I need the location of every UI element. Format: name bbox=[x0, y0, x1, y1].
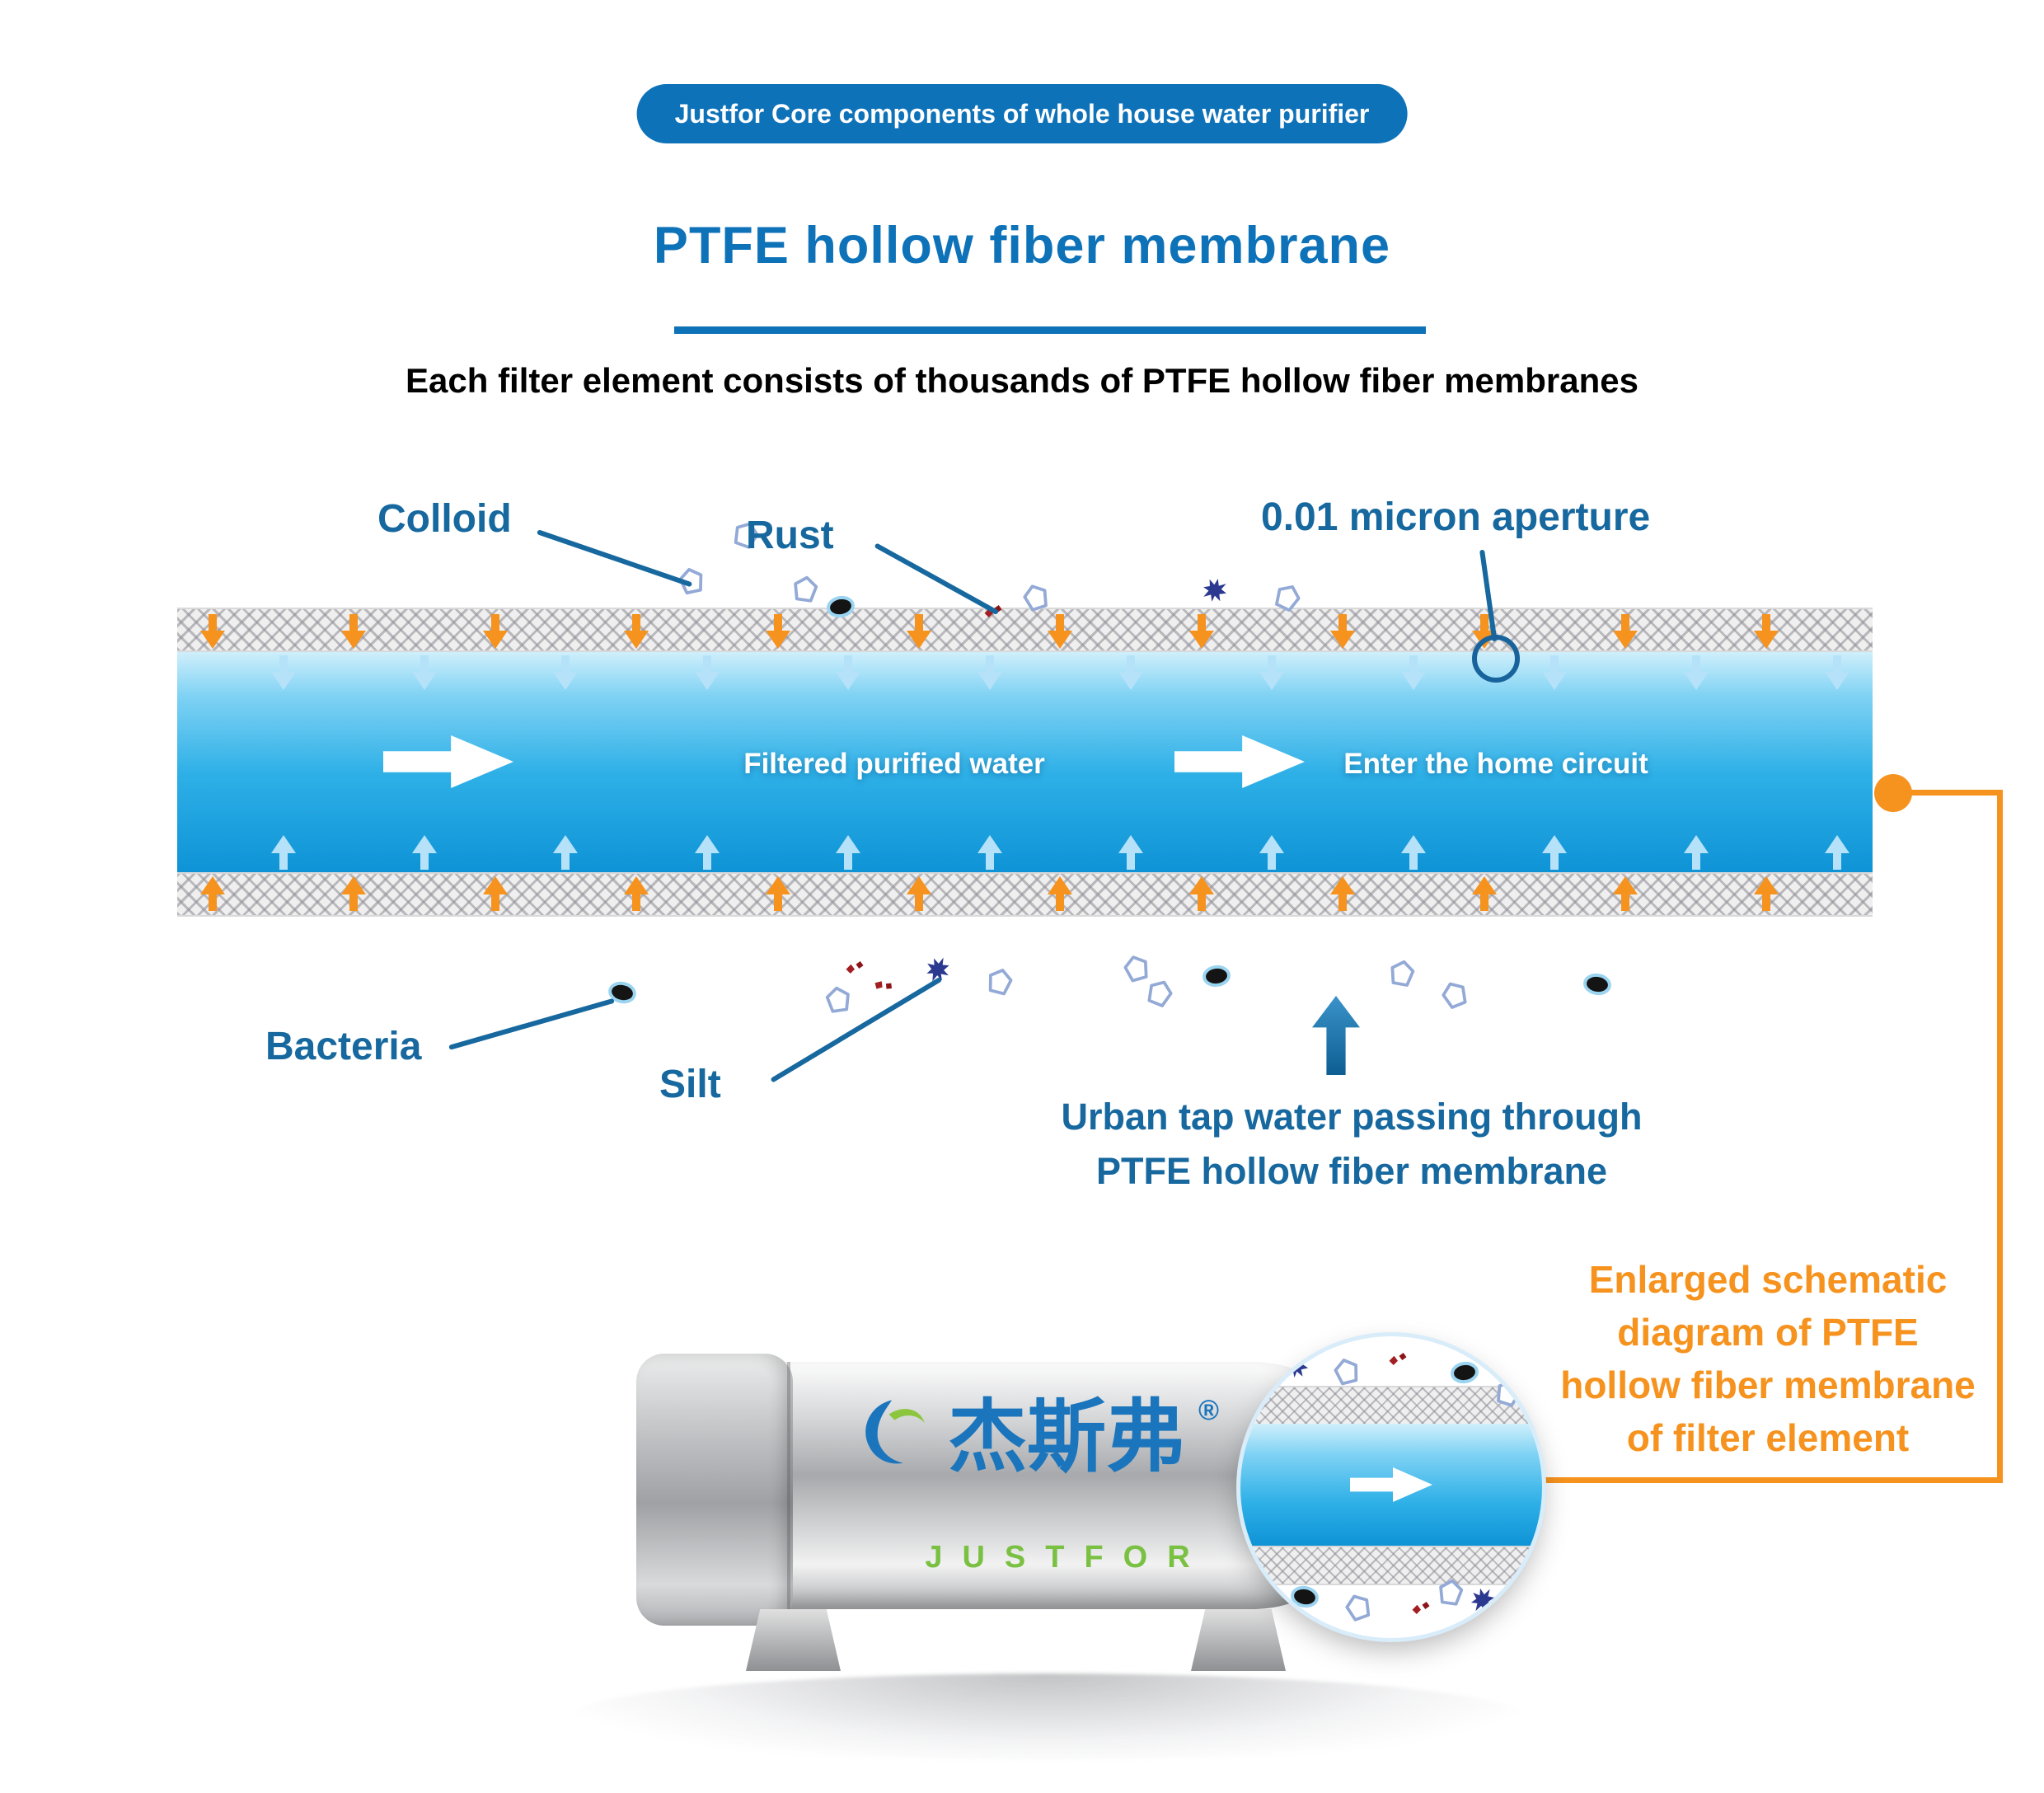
inset-wall-bottom bbox=[1240, 1546, 1542, 1585]
tap-water-caption: Urban tap water passing through PTFE hol… bbox=[1014, 1090, 1690, 1199]
enlarged-caption-line-4: of filter element bbox=[1626, 1416, 1910, 1459]
product-reflection bbox=[569, 1673, 1525, 1760]
label-colloid: Colloid bbox=[377, 497, 512, 541]
inset-water bbox=[1240, 1424, 1542, 1546]
product-foot-left bbox=[746, 1609, 841, 1671]
banner: Justfor Core components of whole house w… bbox=[636, 84, 1408, 143]
subtitle: Each filter element consists of thousand… bbox=[406, 361, 1638, 400]
label-bacteria: Bacteria bbox=[265, 1025, 422, 1068]
membrane-diagram: Filtered purified water Enter the home c… bbox=[177, 608, 1873, 917]
enlarged-inset bbox=[1240, 1336, 1542, 1638]
product-seam bbox=[787, 1362, 790, 1609]
silt-icon bbox=[1467, 1584, 1498, 1616]
enlarged-caption-line-3: hollow fiber membrane bbox=[1560, 1364, 1976, 1406]
product-brand: 杰斯弗 ® bbox=[849, 1392, 1219, 1481]
label-silt: Silt bbox=[659, 1063, 721, 1106]
aperture-ring-icon bbox=[1472, 635, 1520, 683]
connector-line-top bbox=[1893, 790, 2003, 796]
bacteria-icon bbox=[1446, 1357, 1483, 1387]
title-underline bbox=[674, 326, 1426, 334]
flow-label-filtered: Filtered purified water bbox=[743, 748, 1045, 780]
product-foot-right bbox=[1191, 1609, 1286, 1671]
label-aperture: 0.01 micron aperture bbox=[1261, 495, 1651, 539]
justfor-logo-icon bbox=[849, 1392, 935, 1481]
inset-wall-top bbox=[1240, 1386, 1542, 1425]
membrane-wall-bottom bbox=[177, 872, 1873, 917]
water-channel: Filtered purified water Enter the home c… bbox=[177, 652, 1873, 872]
colloid-icon bbox=[1340, 1589, 1376, 1626]
inset-particles-layer bbox=[1240, 1336, 1542, 1638]
brand-name-en: JUSTFOR bbox=[925, 1540, 1210, 1575]
enlarged-caption-line-1: Enlarged schematic bbox=[1588, 1258, 1948, 1301]
enlarged-caption: Enlarged schematic diagram of PTFE hollo… bbox=[1521, 1253, 2015, 1464]
silt-icon bbox=[1281, 1350, 1311, 1381]
rust-icon bbox=[1409, 1598, 1433, 1620]
page-title: PTFE hollow fiber membrane bbox=[653, 217, 1391, 275]
colloid-icon bbox=[1329, 1354, 1363, 1388]
colloid-icon bbox=[1491, 1376, 1526, 1411]
connector-line-bottom bbox=[1538, 1477, 2003, 1483]
label-rust: Rust bbox=[746, 514, 834, 557]
registered-mark-icon: ® bbox=[1198, 1395, 1220, 1426]
membrane-wall-top bbox=[177, 608, 1873, 652]
product-left-cap bbox=[636, 1354, 793, 1626]
tap-water-line-1: Urban tap water passing through bbox=[1061, 1096, 1643, 1138]
brand-name-cn: 杰斯弗 bbox=[948, 1390, 1185, 1483]
bacteria-icon bbox=[1287, 1581, 1324, 1612]
colloid-icon bbox=[1435, 1577, 1466, 1608]
connector-line-vertical bbox=[1997, 790, 2003, 1483]
flow-label-enter: Enter the home circuit bbox=[1343, 748, 1648, 780]
enlarged-caption-line-2: diagram of PTFE bbox=[1617, 1311, 1919, 1354]
rust-icon bbox=[1385, 1349, 1410, 1371]
tap-water-line-2: PTFE hollow fiber membrane bbox=[1095, 1150, 1608, 1192]
